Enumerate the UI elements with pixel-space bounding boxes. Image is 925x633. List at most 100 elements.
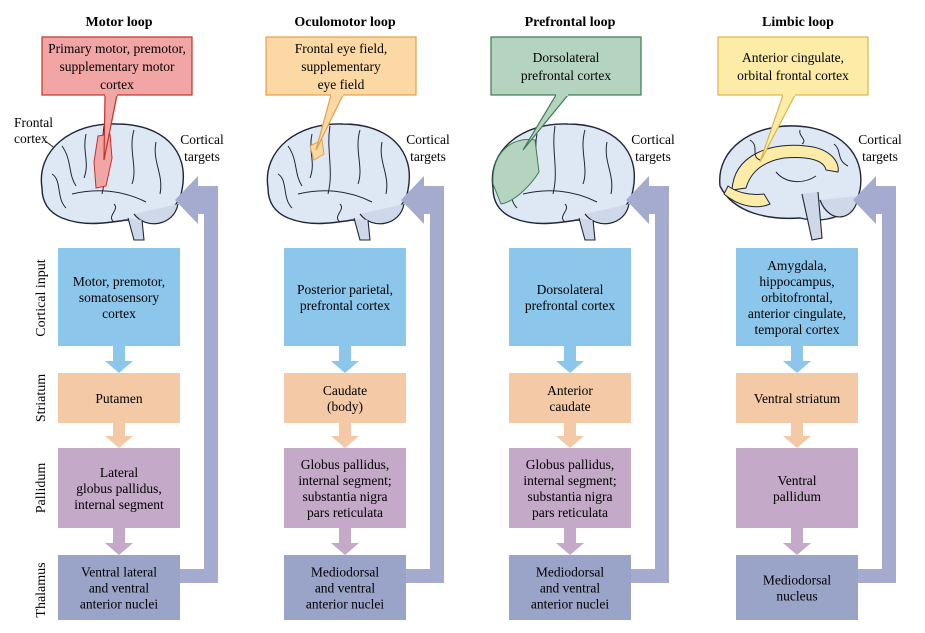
thalamus-box [284,555,406,620]
callout-text-line: orbital frontal cortex [737,68,849,83]
return-arrow-shaft [406,200,444,583]
down-arrow [556,346,584,373]
return-arrow-head [175,176,218,224]
callout-text-line: Frontal eye field, [295,41,388,56]
cortical-targets-line: targets [862,149,898,164]
callout-text: Anterior cingulate,orbital frontal corte… [737,50,849,83]
thalamus-box [509,555,631,620]
striatum-text: Caudate(body) [323,383,367,414]
pallidum-text-line: pars reticulata [307,505,383,520]
cortical-input-text-line: Dorsolateral [537,282,604,297]
thalamus-text-line: nucleus [776,589,817,604]
thalamus-box [736,555,858,620]
return-arrow-head [626,176,669,224]
cortical-targets-line: Cortical [180,132,224,147]
return-arrow-shaft [631,200,669,583]
cortical-input-text-line: hippocampus, [759,274,834,289]
callout-text-line: supplementary motor [59,59,175,74]
cortical-input-text-line: cortex [102,306,136,321]
orbitofrontal-highlight [723,185,771,208]
striatum-text: Putamen [95,391,142,406]
down-arrow [331,423,359,448]
highlighted-cortex-region [93,133,113,189]
down-arrow [105,346,133,373]
cortical-input-box [509,248,631,346]
pallidum-box [284,448,406,528]
callout-text-line: Primary motor, premotor, [48,41,186,56]
pallidum-box [58,448,180,528]
cortical-input-text-line: orbitofrontal, [761,290,833,305]
pallidum-text: Globus pallidus,internal segment;substan… [298,457,391,520]
cortical-input-text-line: temporal cortex [754,322,839,337]
down-arrow [105,528,133,555]
cortical-targets-line: targets [635,149,671,164]
down-arrow [783,423,811,448]
down-arrow [331,528,359,555]
striatum-box [284,373,406,423]
thalamus-text-line: Mediodorsal [763,573,831,588]
row-label-thalamus: Thalamus [34,562,49,617]
thalamus-text-line: Mediodorsal [311,565,379,580]
pallidum-text-line: Globus pallidus, [526,457,615,472]
cortical-input-text-line: anterior cingulate, [748,306,846,321]
thalamus-box [58,555,180,620]
pallidum-text-line: Ventral [778,473,817,488]
callout-text: Frontal eye field, supplementary eye field [295,41,388,92]
callout-text-line: supplementary [301,59,381,74]
striatum-text-line: (body) [327,399,363,414]
callout-text-line: eye field [318,77,365,92]
cortical-input-text: Amygdala,hippocampus,orbitofrontal,anter… [748,258,846,337]
callout-pointer [522,94,569,151]
cortical-input-box [736,248,858,346]
pallidum-text: Globus pallidus,internal segment;substan… [523,457,616,520]
callout-text: Primary motor, premotor, supplementary mo… [48,41,186,92]
pallidum-text-line: Lateral [100,465,138,480]
cortical-targets-line: Cortical [406,132,450,147]
svg-text:Frontal: Frontal [14,115,53,130]
cortical-input-text-line: somatosensory [79,290,159,305]
down-arrow [783,346,811,373]
callout-box [717,36,869,96]
pallidum-text-line: Globus pallidus, [301,457,390,472]
pallidum-text-line: pallidum [773,489,821,504]
return-arrow-head [853,176,896,224]
thalamus-text-line: anterior nuclei [80,597,159,612]
callout-text-line: prefrontal cortex [521,68,612,83]
lateral-brain-icon [40,123,184,241]
pallidum-text-line: internal segment; [298,473,391,488]
pallidum-text-line: substantia nigra [302,489,387,504]
row-label-cortical-input: Cortical input [34,259,49,336]
thalamus-text-line: and ventral [89,581,150,596]
down-arrow [556,528,584,555]
cortical-targets-line: Cortical [858,132,902,147]
pallidum-text-line: substantia nigra [527,489,612,504]
striatum-text: Ventral striatum [754,391,841,406]
cortical-input-box [284,248,406,346]
cortical-input-text-line: Amygdala, [767,258,827,273]
svg-text:cortex: cortex [14,131,48,146]
row-label-striatum: Striatum [34,374,49,422]
return-arrow-shaft [180,200,218,583]
return-arrow-shaft [858,200,896,583]
pallidum-text-line: globus pallidus, [76,481,162,496]
striatum-text-line: Caudate [323,383,367,398]
thalamus-text-line: and ventral [540,581,601,596]
striatum-box [736,373,858,423]
pallidum-text-line: internal segment [74,497,164,512]
down-arrow [783,528,811,555]
loop-title: Oculomotor loop [294,15,395,30]
striatum-text-line: Ventral striatum [754,391,841,406]
pallidum-text-line: internal segment; [523,473,616,488]
